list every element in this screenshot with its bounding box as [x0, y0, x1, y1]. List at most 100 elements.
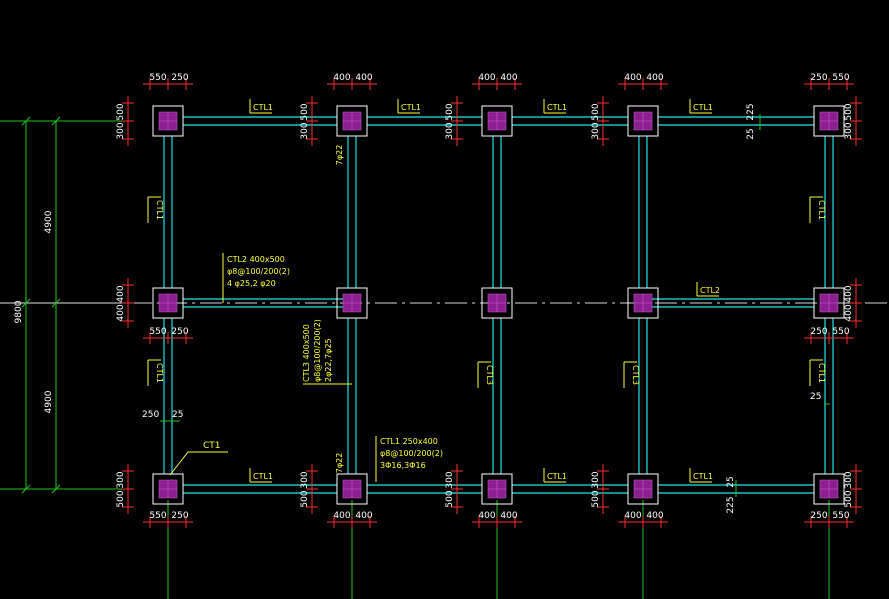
rebar-tag: 7φ22: [335, 453, 344, 474]
beam-tag-text: CTL1: [401, 103, 421, 112]
column-outline: [152, 105, 184, 137]
column-outline: [336, 105, 368, 137]
dimension-text: 250: [142, 410, 159, 420]
beam-spec-text: CTL2 400x500: [227, 255, 285, 264]
dimension-text: 400: [844, 304, 854, 321]
dimension-tick: [21, 298, 31, 308]
dimension-annotations: 4900 4900 9800 550 250 550 250 400 400 400 400 400 4…: [14, 73, 862, 528]
beam-tag-text: CTL1: [693, 472, 713, 481]
beam-tag-text: CTL1: [817, 363, 826, 383]
beam-tag-text: CTL1: [817, 200, 826, 220]
dimension-text: 250: [810, 327, 827, 337]
dimension-text: 400: [844, 285, 854, 302]
column-outline: [152, 287, 184, 319]
dimension-text: 400: [478, 73, 495, 83]
dimension-text: 300: [445, 122, 455, 139]
dimension-text: 25: [810, 392, 821, 402]
dimension-text: 500: [445, 103, 455, 120]
beam-tag-text: CTL1: [253, 472, 273, 481]
dimension-tick: [21, 116, 31, 126]
beam-tag-text: CTL3: [631, 365, 640, 385]
dimension-tick: [21, 484, 31, 494]
dimension-text: 300: [300, 471, 310, 488]
dimension-text: 300: [300, 122, 310, 139]
beam-tag-text: CTL1: [155, 200, 164, 220]
dimension-text: 500: [300, 490, 310, 507]
dimension-text: 300: [445, 471, 455, 488]
dimension-text: 400: [624, 511, 641, 521]
dimension-text: 400: [646, 73, 663, 83]
dimension-text: 550: [832, 511, 849, 521]
dimension-text: 400: [355, 73, 372, 83]
dimension-text: 250: [171, 73, 188, 83]
beam-tag-text: CTL1: [693, 103, 713, 112]
beam-tag-text: CTL3: [485, 365, 494, 385]
column-outline: [152, 473, 184, 505]
dimension-text: 500: [116, 103, 126, 120]
dimension-text: 25: [746, 128, 756, 139]
dimension-text: 300: [844, 471, 854, 488]
column-outline: [627, 473, 659, 505]
total-dimension: 9800: [14, 300, 24, 323]
span-dimension-top: 4900: [44, 210, 54, 233]
beam-spec-text: 4 φ25,2 φ20: [227, 279, 276, 288]
dimension-text: 400: [478, 511, 495, 521]
dimension-text: 500: [445, 490, 455, 507]
dimension-text: 25: [172, 410, 183, 420]
column-outline: [627, 105, 659, 137]
dimension-text: 550: [832, 73, 849, 83]
dimension-text: 500: [844, 103, 854, 120]
dimension-text: 225: [726, 496, 736, 513]
beam-tag-text: CTL1: [253, 103, 273, 112]
dimension-text: 550: [149, 511, 166, 521]
dimension-text: 300: [116, 122, 126, 139]
dimension-text: 500: [116, 490, 126, 507]
column-outline: [813, 105, 845, 137]
span-dimension-bottom: 4900: [44, 390, 54, 413]
beam-tag-text: CTL2: [700, 286, 720, 295]
dimension-text: 300: [591, 471, 601, 488]
dimension-text: 500: [844, 490, 854, 507]
dimension-tick: [51, 298, 61, 308]
dimension-text: 550: [149, 327, 166, 337]
column-outline: [813, 287, 845, 319]
column-outline: [481, 473, 513, 505]
tag-leader: [169, 451, 189, 476]
dimension-text: 500: [300, 103, 310, 120]
dimension-text: 225: [746, 103, 756, 120]
dimension-text: 400: [500, 73, 517, 83]
dimension-text: 500: [591, 103, 601, 120]
beam-spec-text: φ8@100/200(2): [227, 267, 290, 276]
dimension-text: 250: [810, 73, 827, 83]
dimension-text: 400: [646, 511, 663, 521]
dimension-text: 400: [624, 73, 641, 83]
dimension-text: 250: [171, 327, 188, 337]
dimension-text: 25: [726, 476, 736, 487]
dimension-text: 500: [591, 490, 601, 507]
dimension-text: 250: [810, 511, 827, 521]
dimension-text: 250: [171, 511, 188, 521]
beam-tag-text: CTL1: [547, 472, 567, 481]
beam-tag-text: CTL1: [547, 103, 567, 112]
columns: [152, 105, 845, 505]
dimension-text: 300: [116, 471, 126, 488]
column-outline: [481, 287, 513, 319]
dimension-text: 550: [149, 73, 166, 83]
dimension-text: 300: [591, 122, 601, 139]
dimension-text: 400: [333, 73, 350, 83]
beam-spec-text: φ8@100/200(2): [313, 319, 322, 382]
cap-tag-text: CT1: [203, 441, 221, 451]
beam-spec-text: CTL1 250x400: [380, 437, 438, 446]
dimension-text: 550: [832, 327, 849, 337]
column-outline: [336, 473, 368, 505]
column-outline: [813, 473, 845, 505]
dimension-text: 300: [844, 122, 854, 139]
tie-beams: [163, 116, 834, 494]
dimension-text: 400: [116, 304, 126, 321]
beam-spec-text: 2φ22,7φ25: [324, 338, 333, 382]
column-outline: [627, 287, 659, 319]
dimension-text: 400: [355, 511, 372, 521]
dimension-text: 400: [500, 511, 517, 521]
